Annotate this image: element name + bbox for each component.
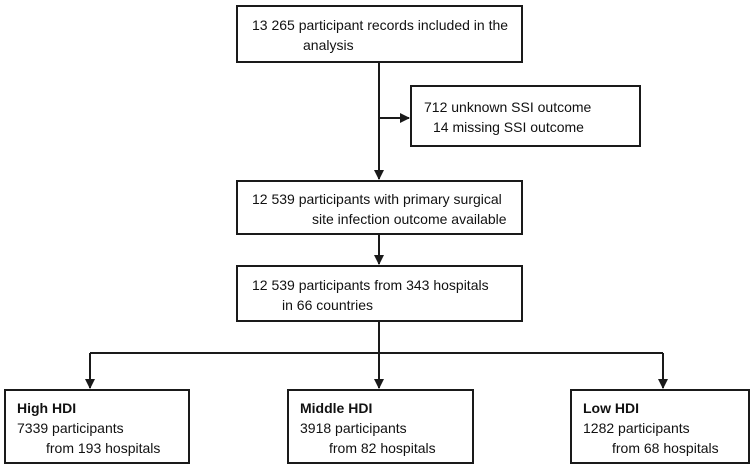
middle-hdi-line-1: 3918 participants <box>300 420 407 436</box>
high-hdi-title: High HDI <box>17 400 77 416</box>
records-line-1: 13 265 participant records included in t… <box>252 17 509 33</box>
box-low-hdi: Low HDI 1282 participants from 68 hospit… <box>570 389 750 464</box>
low-hdi-line-2: from 68 hospitals <box>612 440 719 456</box>
middle-hdi-title: Middle HDI <box>300 400 373 416</box>
excluded-line-1: 712 unknown SSI outcome <box>424 99 592 115</box>
hospitals-line-1: 12 539 participants from 343 hospitals <box>252 277 489 293</box>
middle-hdi-line-2: from 82 hospitals <box>329 440 436 456</box>
low-hdi-title: Low HDI <box>583 400 639 416</box>
box-middle-hdi: Middle HDI 3918 participants from 82 hos… <box>287 389 474 464</box>
box-excluded-outcomes: 712 unknown SSI outcome 14 missing SSI o… <box>410 85 641 147</box>
hospitals-line-2: in 66 countries <box>282 297 374 313</box>
high-hdi-line-1: 7339 participants <box>17 420 124 436</box>
high-hdi-line-2: from 193 hospitals <box>46 440 161 456</box>
records-line-2: analysis <box>303 37 354 53</box>
box-participants-hospitals: 12 539 participants from 343 hospitals i… <box>236 265 523 322</box>
box-high-hdi: High HDI 7339 participants from 193 hosp… <box>4 389 190 464</box>
available-line-2: site infection outcome available <box>312 211 507 227</box>
box-outcome-available: 12 539 participants with primary surgica… <box>236 180 523 235</box>
excluded-line-2: 14 missing SSI outcome <box>433 119 584 135</box>
available-line-1: 12 539 participants with primary surgica… <box>252 191 502 207</box>
box-records-included: 13 265 participant records included in t… <box>236 5 523 63</box>
low-hdi-line-1: 1282 participants <box>583 420 690 436</box>
